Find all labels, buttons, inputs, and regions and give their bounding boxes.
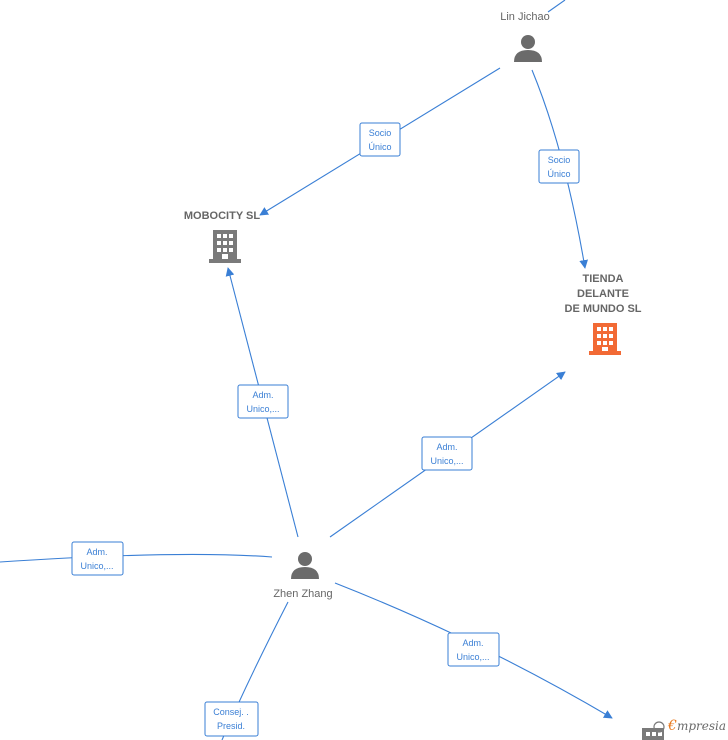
node-label-tienda-line: TIENDA xyxy=(583,273,624,285)
edge-label-line: Socio xyxy=(548,155,571,165)
edge-label-zhen-left[interactable]: Adm. Unico,... xyxy=(71,541,124,576)
building-icon xyxy=(209,230,241,263)
node-lin-jichao[interactable]: Lin Jichao xyxy=(500,11,550,62)
edge-lin-offscreen xyxy=(547,0,566,13)
node-label-mobocity: MOBOCITY SL xyxy=(184,210,260,222)
edge-label-line: Socio xyxy=(369,128,392,138)
brand-letter: € xyxy=(668,718,677,734)
edge-label-zhen-bottom-right[interactable]: Adm. Unico,... xyxy=(447,632,500,667)
node-zhen-zhang[interactable]: Zhen Zhang xyxy=(273,552,333,600)
edge-label-line: Adm. xyxy=(462,638,483,648)
building-icon xyxy=(642,721,665,740)
edge-label-zhen-mobocity[interactable]: Adm. Unico,... xyxy=(237,384,289,419)
node-label-tienda-line: DELANTE xyxy=(577,288,629,300)
edge-zhen-left xyxy=(0,553,273,563)
edge-label-line: Presid. xyxy=(217,721,245,731)
person-icon xyxy=(291,552,319,579)
edge-label-line: Unico,... xyxy=(80,561,113,571)
edges xyxy=(0,0,613,740)
person-icon xyxy=(514,35,542,62)
node-mobocity[interactable]: MOBOCITY SL xyxy=(184,210,260,263)
edge-label-line: Adm. xyxy=(252,390,273,400)
brand-text: mpresia xyxy=(676,719,726,733)
brand-logo: €mpresia xyxy=(668,718,726,734)
edge-label-line: Consej. . xyxy=(213,707,249,717)
edge-label-line: Unico,... xyxy=(430,456,463,466)
edge-label-lin-tienda[interactable]: Socio Único xyxy=(538,149,580,184)
edge-label-line: Único xyxy=(547,169,570,179)
edge-label-zhen-bottom[interactable]: Consej. . Presid. xyxy=(204,701,259,737)
edge-label-line: Unico,... xyxy=(246,404,279,414)
node-label-lin-jichao: Lin Jichao xyxy=(500,11,550,23)
building-icon xyxy=(589,323,621,355)
edge-label-line: Adm. xyxy=(86,547,107,557)
edge-label-zhen-tienda[interactable]: Adm. Unico,... xyxy=(421,436,473,471)
node-tienda[interactable]: TIENDA DELANTE DE MUNDO SL xyxy=(565,273,642,355)
edge-label-line: Unico,... xyxy=(456,652,489,662)
node-label-zhen-zhang: Zhen Zhang xyxy=(273,588,332,600)
edge-label-line: Único xyxy=(368,142,391,152)
edge-label-lin-mobocity[interactable]: Socio Único xyxy=(359,122,401,157)
edge-label-line: Adm. xyxy=(436,442,457,452)
node-label-tienda-line: DE MUNDO SL xyxy=(565,303,642,315)
